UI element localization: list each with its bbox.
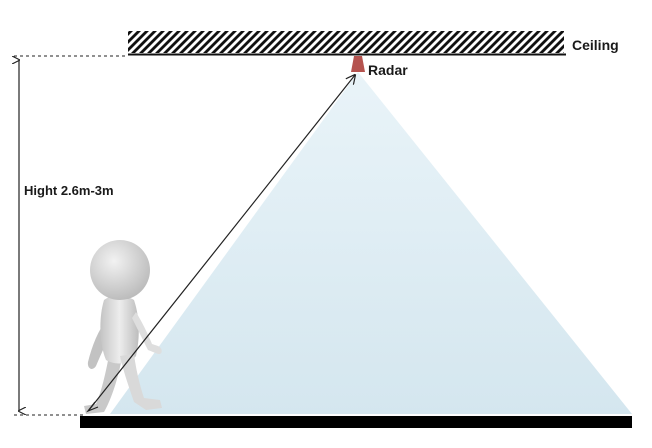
radar-coverage-cone <box>110 72 632 414</box>
radar-label: Radar <box>368 62 408 78</box>
detection-range-arrow <box>88 75 355 411</box>
walking-person-figure <box>84 240 162 414</box>
height-label: Hight 2.6m-3m <box>24 183 114 198</box>
detection-range-arrow-tail <box>86 401 99 413</box>
ceiling-hatch <box>128 31 564 53</box>
floor-bar <box>80 416 632 428</box>
radar-sensor-icon <box>351 56 365 72</box>
ceiling-label: Ceiling <box>572 37 619 53</box>
